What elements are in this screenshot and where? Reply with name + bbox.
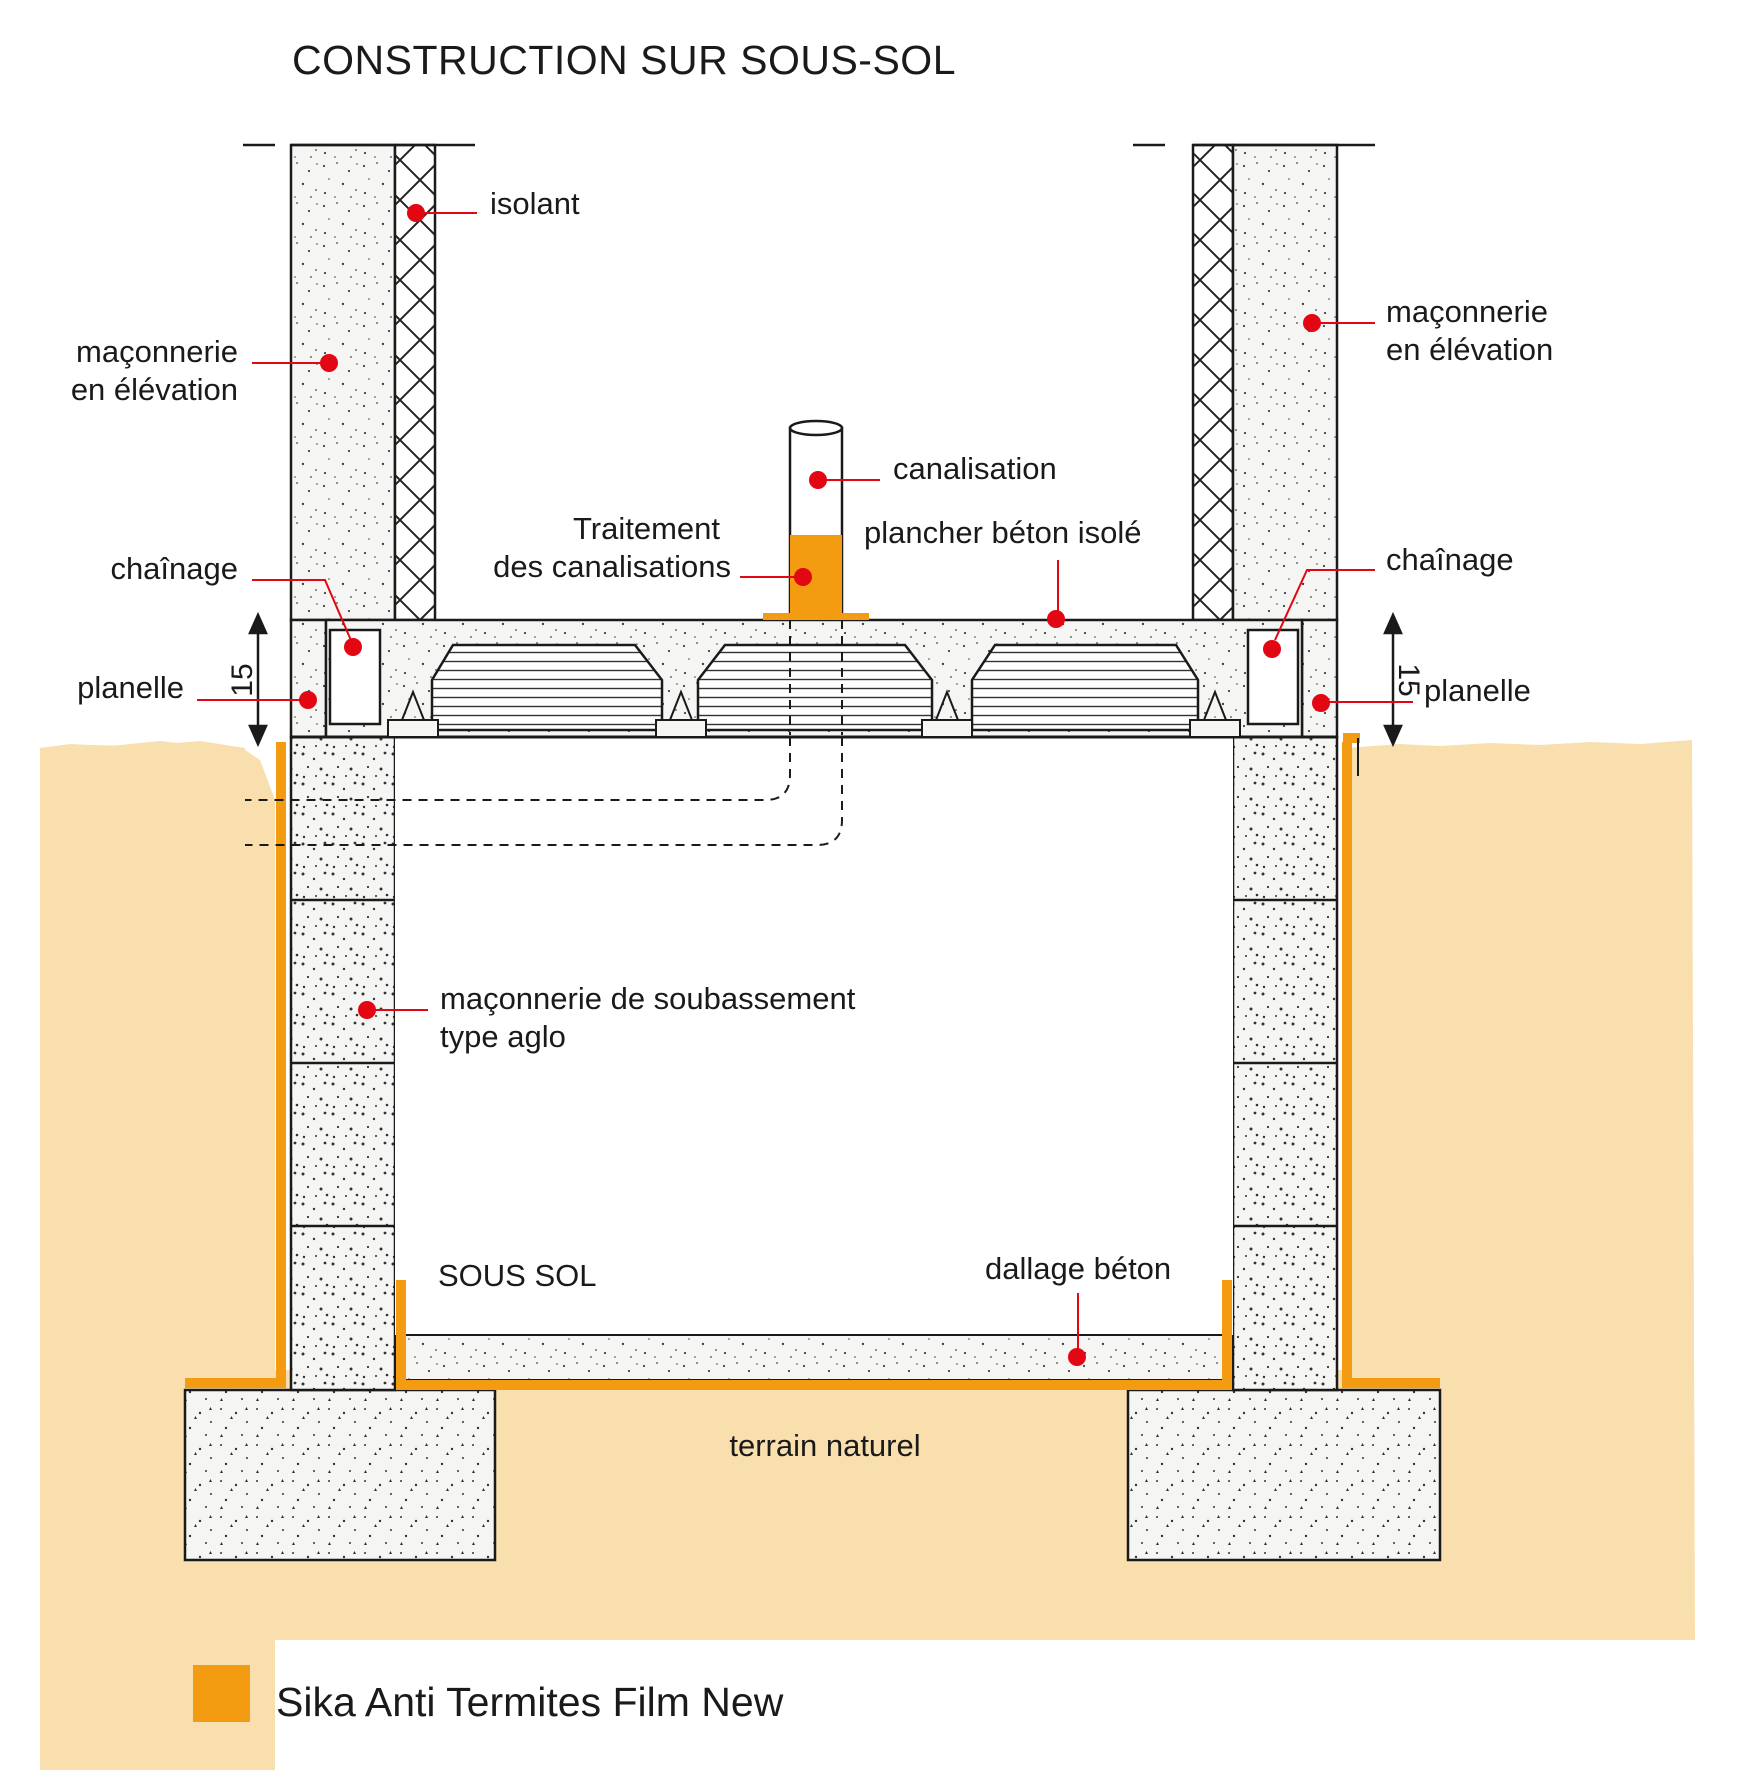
pipe-dashed [245,620,843,846]
label-dallage: dallage béton [985,1251,1171,1286]
pipe-treatment-collar [763,613,869,620]
label-planelle-left: planelle [77,670,184,705]
wall-left-insulation [393,143,437,622]
label-soubassement-2: type aglo [440,1019,566,1054]
markers [299,204,1330,1366]
basement-wall-right [1231,735,1339,1392]
leader-lines [197,212,1413,1355]
label-maconnerie-left-2: en élévation [71,372,238,407]
label-maconnerie-left-1: maçonnerie [76,334,238,369]
label-traitement-2: des canalisations [493,549,731,584]
label-sous-sol: SOUS SOL [438,1258,597,1293]
label-plancher: plancher béton isolé [864,515,1141,550]
dimension-right [1383,611,1403,748]
dimension-left-label: 15 [226,663,259,696]
label-chainage-left: chaînage [110,551,238,586]
label-isolant: isolant [490,186,580,221]
label-chainage-right: chaînage [1386,542,1514,577]
label-traitement-1: Traitement [573,511,720,546]
planelle-right [1300,618,1339,739]
diagram-title: CONSTRUCTION SUR SOUS-SOL [292,37,956,83]
floor-joists [387,689,1241,738]
anti-termite-film [185,733,1440,1390]
label-maconnerie-right-2: en élévation [1386,332,1553,367]
dimension-right-label: 15 [1392,663,1425,696]
pipe [763,419,869,620]
legend-label: Sika Anti Termites Film New [276,1679,784,1725]
legend-swatch [193,1665,250,1722]
floor-hourdis [430,643,1200,732]
dimension-left [248,611,268,748]
wall-right-insulation [1191,143,1235,622]
basement-slab [404,1334,1224,1381]
basement-wall-left [289,735,397,1392]
wall-right-masonry [1231,143,1339,622]
wall-left-masonry [289,143,397,622]
label-planelle-right: planelle [1424,673,1531,708]
label-soubassement-1: maçonnerie de soubassement [440,981,856,1016]
label-canalisation: canalisation [893,451,1057,486]
planelle-left [289,618,328,739]
basement-room [395,737,1233,1335]
footing-right [1126,1388,1442,1562]
footing-left [183,1388,497,1562]
label-maconnerie-right-1: maçonnerie [1386,294,1548,329]
label-terrain: terrain naturel [729,1428,920,1463]
